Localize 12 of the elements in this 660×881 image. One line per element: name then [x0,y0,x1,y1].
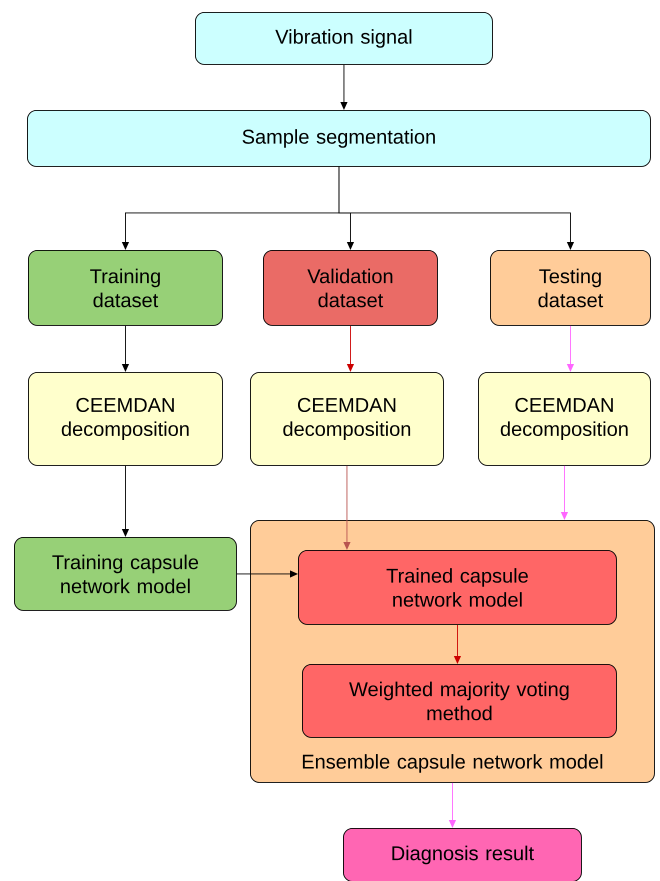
process-box: Weighted majority voting method [302,664,617,738]
process-box: CEEMDAN decomposition [478,372,651,466]
dataset-box: Testing dataset [490,250,651,326]
process-box: CEEMDAN decomposition [250,372,444,466]
result-box: Diagnosis result [343,828,582,881]
process-box: CEEMDAN decomposition [28,372,223,466]
dataset-box: Validation dataset [263,250,438,326]
model-box: Trained capsule network model [298,550,617,625]
process-box: Sample segmentation [27,110,651,167]
dataset-box: Training dataset [28,250,223,326]
model-box: Training capsule network model [14,537,237,611]
process-box: Vibration signal [195,12,493,65]
